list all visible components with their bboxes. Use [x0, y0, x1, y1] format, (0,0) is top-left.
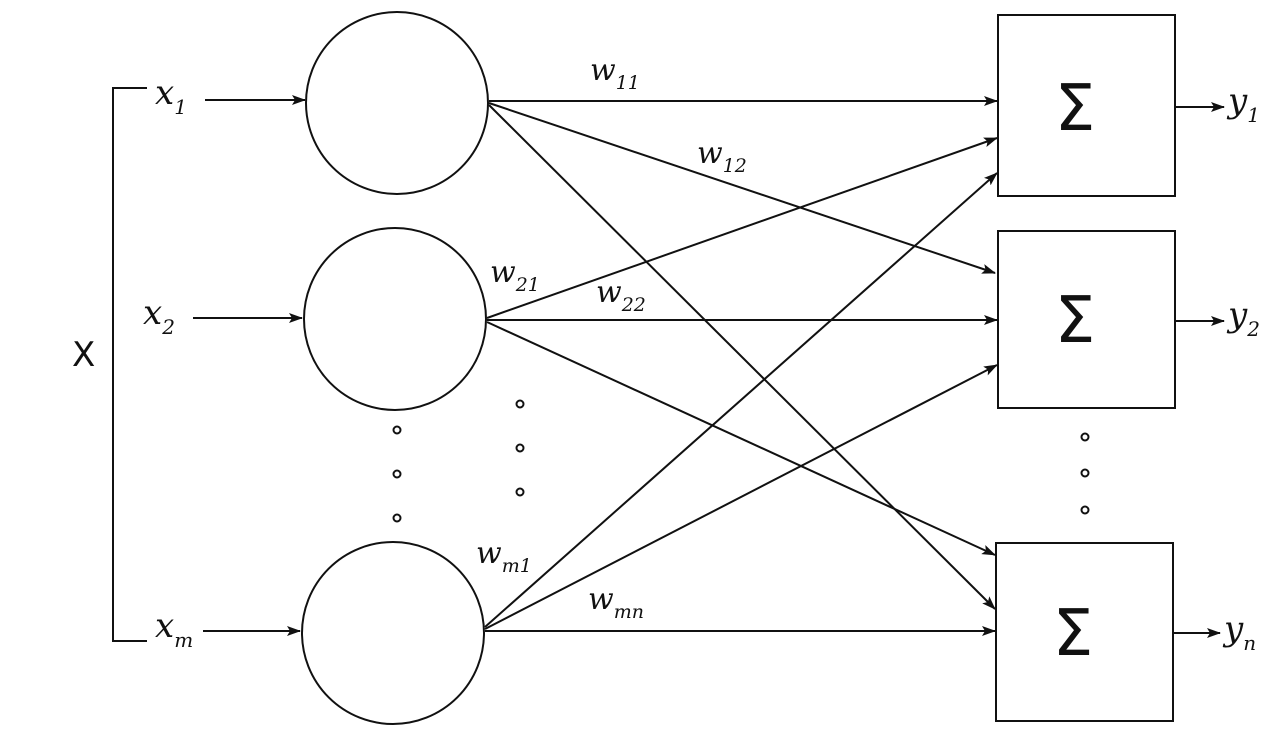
- input-label-m: xm: [155, 606, 193, 652]
- weight-label-11: w11: [590, 53, 640, 94]
- weight-ellipsis: [515, 399, 525, 497]
- weight-label-21: w21: [490, 255, 540, 296]
- summation-box-2: [997, 230, 1176, 409]
- weight-label-12: w12: [697, 136, 747, 177]
- input-neuron-m: [301, 541, 485, 725]
- connection-1-n: [488, 104, 996, 610]
- output-label-2: y2: [1226, 295, 1260, 341]
- connection-2-n: [486, 321, 996, 556]
- connection-m-1: [484, 172, 998, 628]
- output-ellipsis: [1080, 432, 1090, 515]
- weight-label-mn: wmn: [588, 582, 644, 623]
- summation-box-1: [997, 14, 1176, 197]
- input-neuron-1: [305, 11, 489, 195]
- bundle-label: X: [72, 335, 95, 375]
- input-bundle-bracket: [112, 87, 147, 642]
- summation-symbol-1: Σ: [1055, 72, 1095, 146]
- weight-label-m1: wm1: [476, 536, 532, 577]
- connection-1-2: [488, 102, 996, 274]
- neuron-ellipsis: [392, 425, 402, 523]
- summation-symbol-n: Σ: [1053, 597, 1093, 671]
- input-label-1: x1: [155, 73, 187, 119]
- output-label-1: y1: [1226, 81, 1260, 127]
- connection-m-2: [484, 364, 998, 630]
- summation-symbol-2: Σ: [1055, 284, 1095, 358]
- connection-2-1: [486, 137, 998, 319]
- output-label-n: yn: [1222, 609, 1256, 655]
- weight-label-22: w22: [596, 275, 646, 316]
- input-neuron-2: [303, 227, 487, 411]
- input-label-2: x2: [143, 293, 175, 339]
